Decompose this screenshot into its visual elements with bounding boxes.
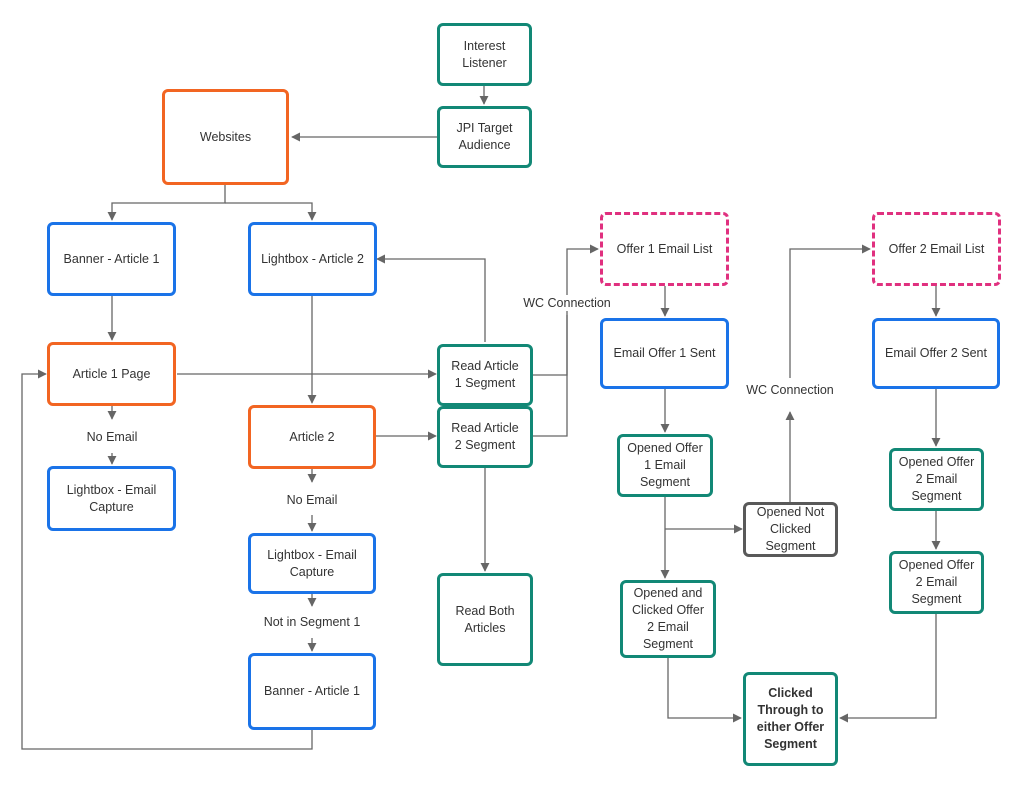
opened-offer-2-email-segment-b-node[interactable]: Opened Offer 2 Email Segment <box>889 551 984 614</box>
connector <box>107 185 226 221</box>
opened-not-clicked-segment-node[interactable]: Opened Not Clicked Segment <box>743 502 838 557</box>
connector <box>789 244 871 378</box>
read-both-articles-node[interactable]: Read Both Articles <box>437 573 533 666</box>
opened-and-clicked-offer-2-node[interactable]: Opened and Clicked Offer 2 Email Segment <box>620 580 716 658</box>
lightbox-email-capture-2-node[interactable]: Lightbox - Email Capture <box>248 533 376 594</box>
banner-article-1-b-node[interactable]: Banner - Article 1 <box>248 653 376 730</box>
jpi-target-audience-node[interactable]: JPI Target Audience <box>437 106 532 168</box>
lightbox-article-2-node[interactable]: Lightbox - Article 2 <box>248 222 377 296</box>
websites-node[interactable]: Websites <box>162 89 289 185</box>
article-1-page-node[interactable]: Article 1 Page <box>47 342 176 406</box>
connector <box>533 315 568 376</box>
no-email-label-1: No Email <box>84 429 140 445</box>
article-2-node[interactable]: Article 2 <box>248 405 376 469</box>
read-article-1-segment-node[interactable]: Read Article 1 Segment <box>437 344 533 406</box>
connector <box>667 658 742 723</box>
connector <box>839 614 937 723</box>
lightbox-email-capture-1-node[interactable]: Lightbox - Email Capture <box>47 466 176 531</box>
no-email-label-2: No Email <box>284 492 340 508</box>
opened-offer-2-email-segment-a-node[interactable]: Opened Offer 2 Email Segment <box>889 448 984 511</box>
wc-connection-label-1: WC Connection <box>521 295 613 311</box>
interest-listener-node[interactable]: Interest Listener <box>437 23 532 86</box>
connector <box>376 254 486 342</box>
opened-offer-1-email-segment-node[interactable]: Opened Offer 1 Email Segment <box>617 434 713 497</box>
read-article-2-segment-node[interactable]: Read Article 2 Segment <box>437 406 533 468</box>
connector <box>225 202 317 221</box>
wc-connection-label-2: WC Connection <box>744 382 836 398</box>
connector <box>21 369 313 750</box>
offer-1-email-list-node[interactable]: Offer 1 Email List <box>600 212 729 286</box>
connector <box>533 244 599 437</box>
offer-2-email-list-node[interactable]: Offer 2 Email List <box>872 212 1001 286</box>
not-in-segment-1-label: Not in Segment 1 <box>261 614 363 630</box>
banner-article-1-node[interactable]: Banner - Article 1 <box>47 222 176 296</box>
email-offer-1-sent-node[interactable]: Email Offer 1 Sent <box>600 318 729 389</box>
clicked-through-node[interactable]: Clicked Through to either Offer Segment <box>743 672 838 766</box>
email-offer-2-sent-node[interactable]: Email Offer 2 Sent <box>872 318 1000 389</box>
